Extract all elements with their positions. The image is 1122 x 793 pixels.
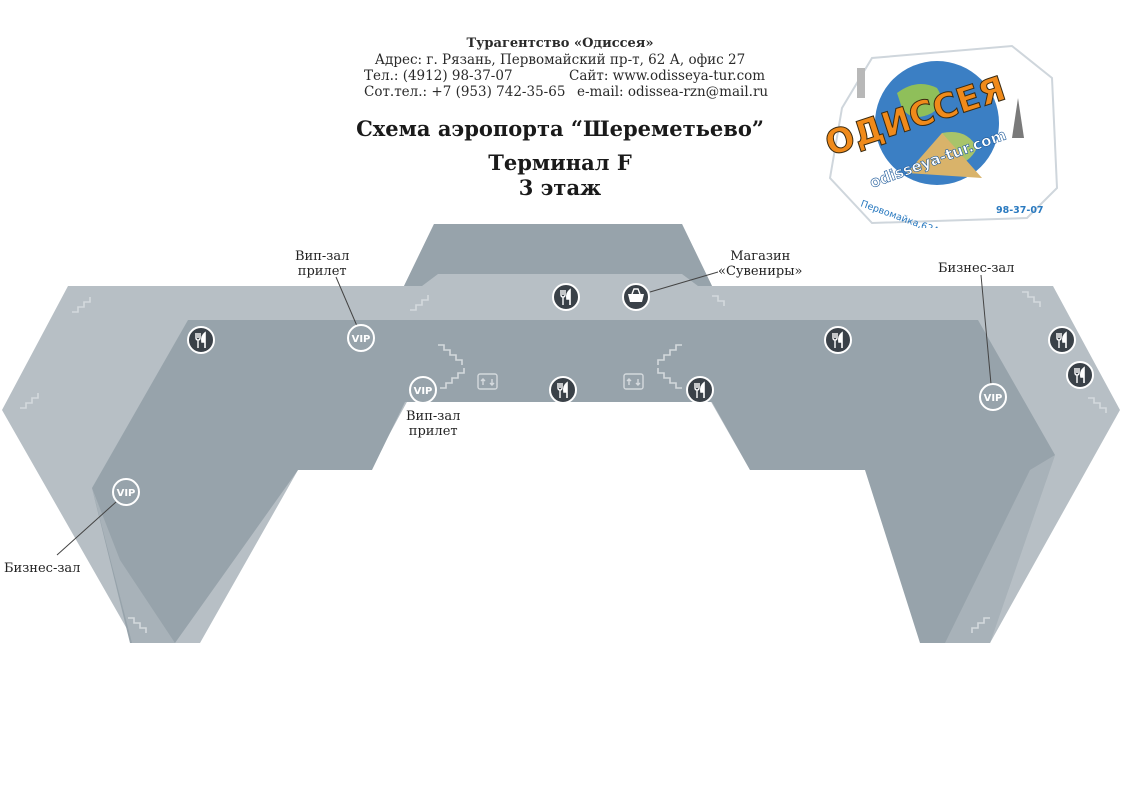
restaurant-icon [552,283,580,311]
page-title: Схема аэропорта “Шереметьево” [356,116,764,141]
shop-icon [622,283,650,311]
vip-icon-label: VIP [352,334,371,345]
restaurant-icon [549,376,577,404]
vip-arrival-label-top: Вип-зал прилет [295,249,350,279]
agency-address: Адрес: г. Рязань, Первомайский пр-т, 62 … [374,52,746,68]
terminal-title: Терминал F [488,150,632,175]
elevator-icon [477,373,498,390]
upper-hall [404,224,712,286]
agency-mobile: Сот.тел.: +7 (953) 742-35-65 [364,84,566,100]
inner-floor-area [92,320,1055,643]
agency-email: e-mail: odissea-rzn@mail.ru [577,84,769,100]
vip-lounge-icon: VIP [347,324,375,352]
odisseya-logo: ОДИССЕЯ odisseya-tur.com Первомайка,62А,… [820,44,1059,228]
floor-title: 3 этаж [518,175,602,200]
callout-lines [56,271,992,556]
shop-souvenirs-label: Магазин «Сувениры» [718,249,803,279]
agency-name: Турагентство «Одиссея» [466,36,654,51]
vip-arrival-label-middle: Вип-зал прилет [406,409,461,439]
business-lounge-label-left: Бизнес-зал [4,561,81,576]
stairs-marks [20,291,1107,633]
vip-lounge-icon: VIP [979,383,1007,411]
vip-lounge-icon: VIP [409,376,437,404]
vip-icon-label: VIP [984,393,1003,404]
light-strip-right [945,455,1055,643]
restaurant-icon [1066,361,1094,389]
vip-icon-label: VIP [117,488,136,499]
restaurant-icon [1048,326,1076,354]
vip-lounge-icon: VIP [112,478,140,506]
light-strip [92,488,175,643]
agency-phone: Тел.: (4912) 98-37-07 [364,68,513,84]
logo-phone: 98-37-07 [996,205,1044,216]
elevator-icon [623,373,644,390]
vip-icon-label: VIP [414,386,433,397]
restaurant-icon [187,326,215,354]
restaurant-icon [824,326,852,354]
business-lounge-label-right: Бизнес-зал [938,261,1015,276]
restaurant-icon [686,376,714,404]
agency-site: Сайт: www.odisseya-tur.com [569,68,766,84]
agency-header: Турагентство «Одиссея» Адрес: г. Рязань,… [300,36,820,100]
